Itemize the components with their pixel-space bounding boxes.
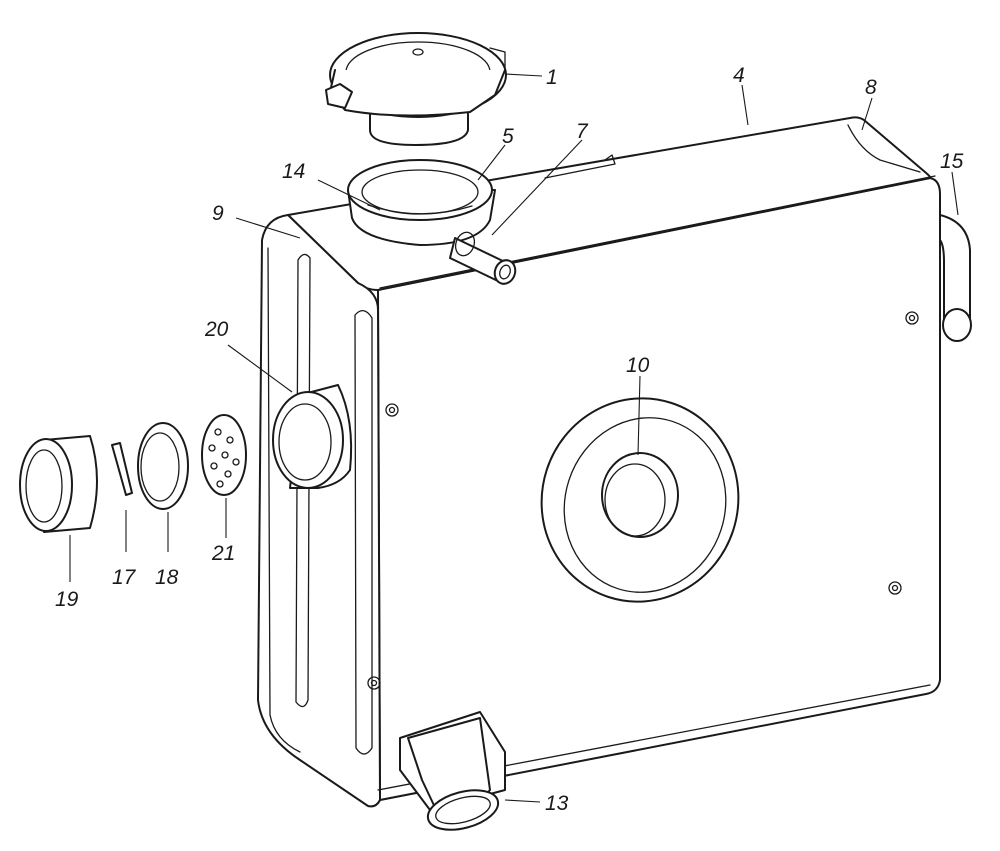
- callout-8: 8: [865, 76, 877, 99]
- tank-body: [257, 116, 941, 808]
- sleeve-part: [19, 435, 98, 533]
- outlet-fitting: [272, 384, 353, 489]
- callout-10: 10: [626, 354, 650, 377]
- callout-5: 5: [502, 125, 514, 148]
- drain-fitting: [399, 711, 506, 831]
- callout-19: 19: [55, 588, 79, 611]
- callout-4: 4: [733, 64, 745, 87]
- overflow-pipe: [449, 231, 517, 285]
- callout-labels: 1 4 5 7 8 9 10 13 14 15 17 18 19 20 21: [55, 64, 964, 815]
- side-hose: [939, 214, 972, 342]
- callout-17: 17: [112, 566, 137, 589]
- callout-21: 21: [211, 542, 235, 565]
- leader-lines: [69, 73, 959, 803]
- callout-20: 20: [204, 318, 229, 341]
- callout-1: 1: [546, 66, 558, 89]
- ring-part: [137, 422, 189, 510]
- filler-cap: [325, 32, 507, 146]
- filler-neck: [347, 159, 496, 246]
- perforated-disc: [201, 414, 247, 496]
- callout-7: 7: [576, 120, 589, 143]
- thin-seal: [111, 442, 133, 496]
- callout-18: 18: [155, 566, 179, 589]
- sight-glass: [540, 397, 740, 603]
- callout-13: 13: [545, 792, 569, 815]
- callout-15: 15: [940, 150, 964, 173]
- callout-9: 9: [212, 202, 224, 225]
- callout-14: 14: [282, 160, 305, 183]
